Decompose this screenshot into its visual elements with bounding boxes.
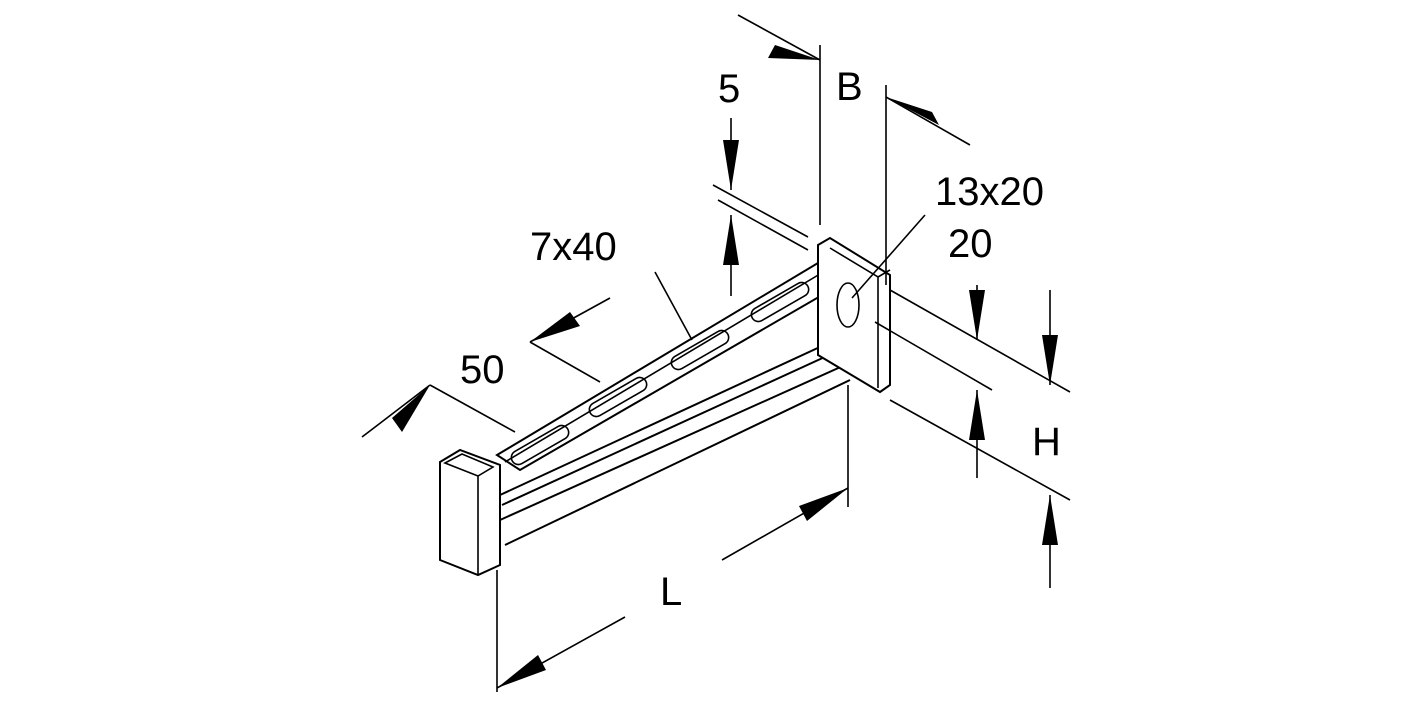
dimension-L: L — [496, 385, 849, 692]
svg-text:B: B — [836, 65, 863, 109]
svg-text:50: 50 — [460, 348, 505, 392]
dimension-7x40: 7x40 — [530, 225, 693, 341]
svg-text:20: 20 — [948, 222, 993, 266]
svg-text:13x20: 13x20 — [935, 170, 1044, 214]
dimension-50: 50 — [361, 297, 611, 438]
svg-text:7x40: 7x40 — [530, 225, 617, 269]
dimension-13x20: 13x20 — [851, 170, 1044, 299]
mounting-hole-13x20 — [836, 282, 860, 328]
dimension-20-H: 20 H — [874, 222, 1071, 588]
dimension-B: B — [737, 14, 971, 285]
slots-7x40 — [510, 281, 810, 466]
cantilever-bracket — [439, 236, 891, 577]
svg-text:5: 5 — [718, 67, 740, 111]
dimension-5: 5 — [712, 67, 809, 296]
svg-text:H: H — [1032, 420, 1061, 464]
svg-text:L: L — [660, 570, 682, 614]
